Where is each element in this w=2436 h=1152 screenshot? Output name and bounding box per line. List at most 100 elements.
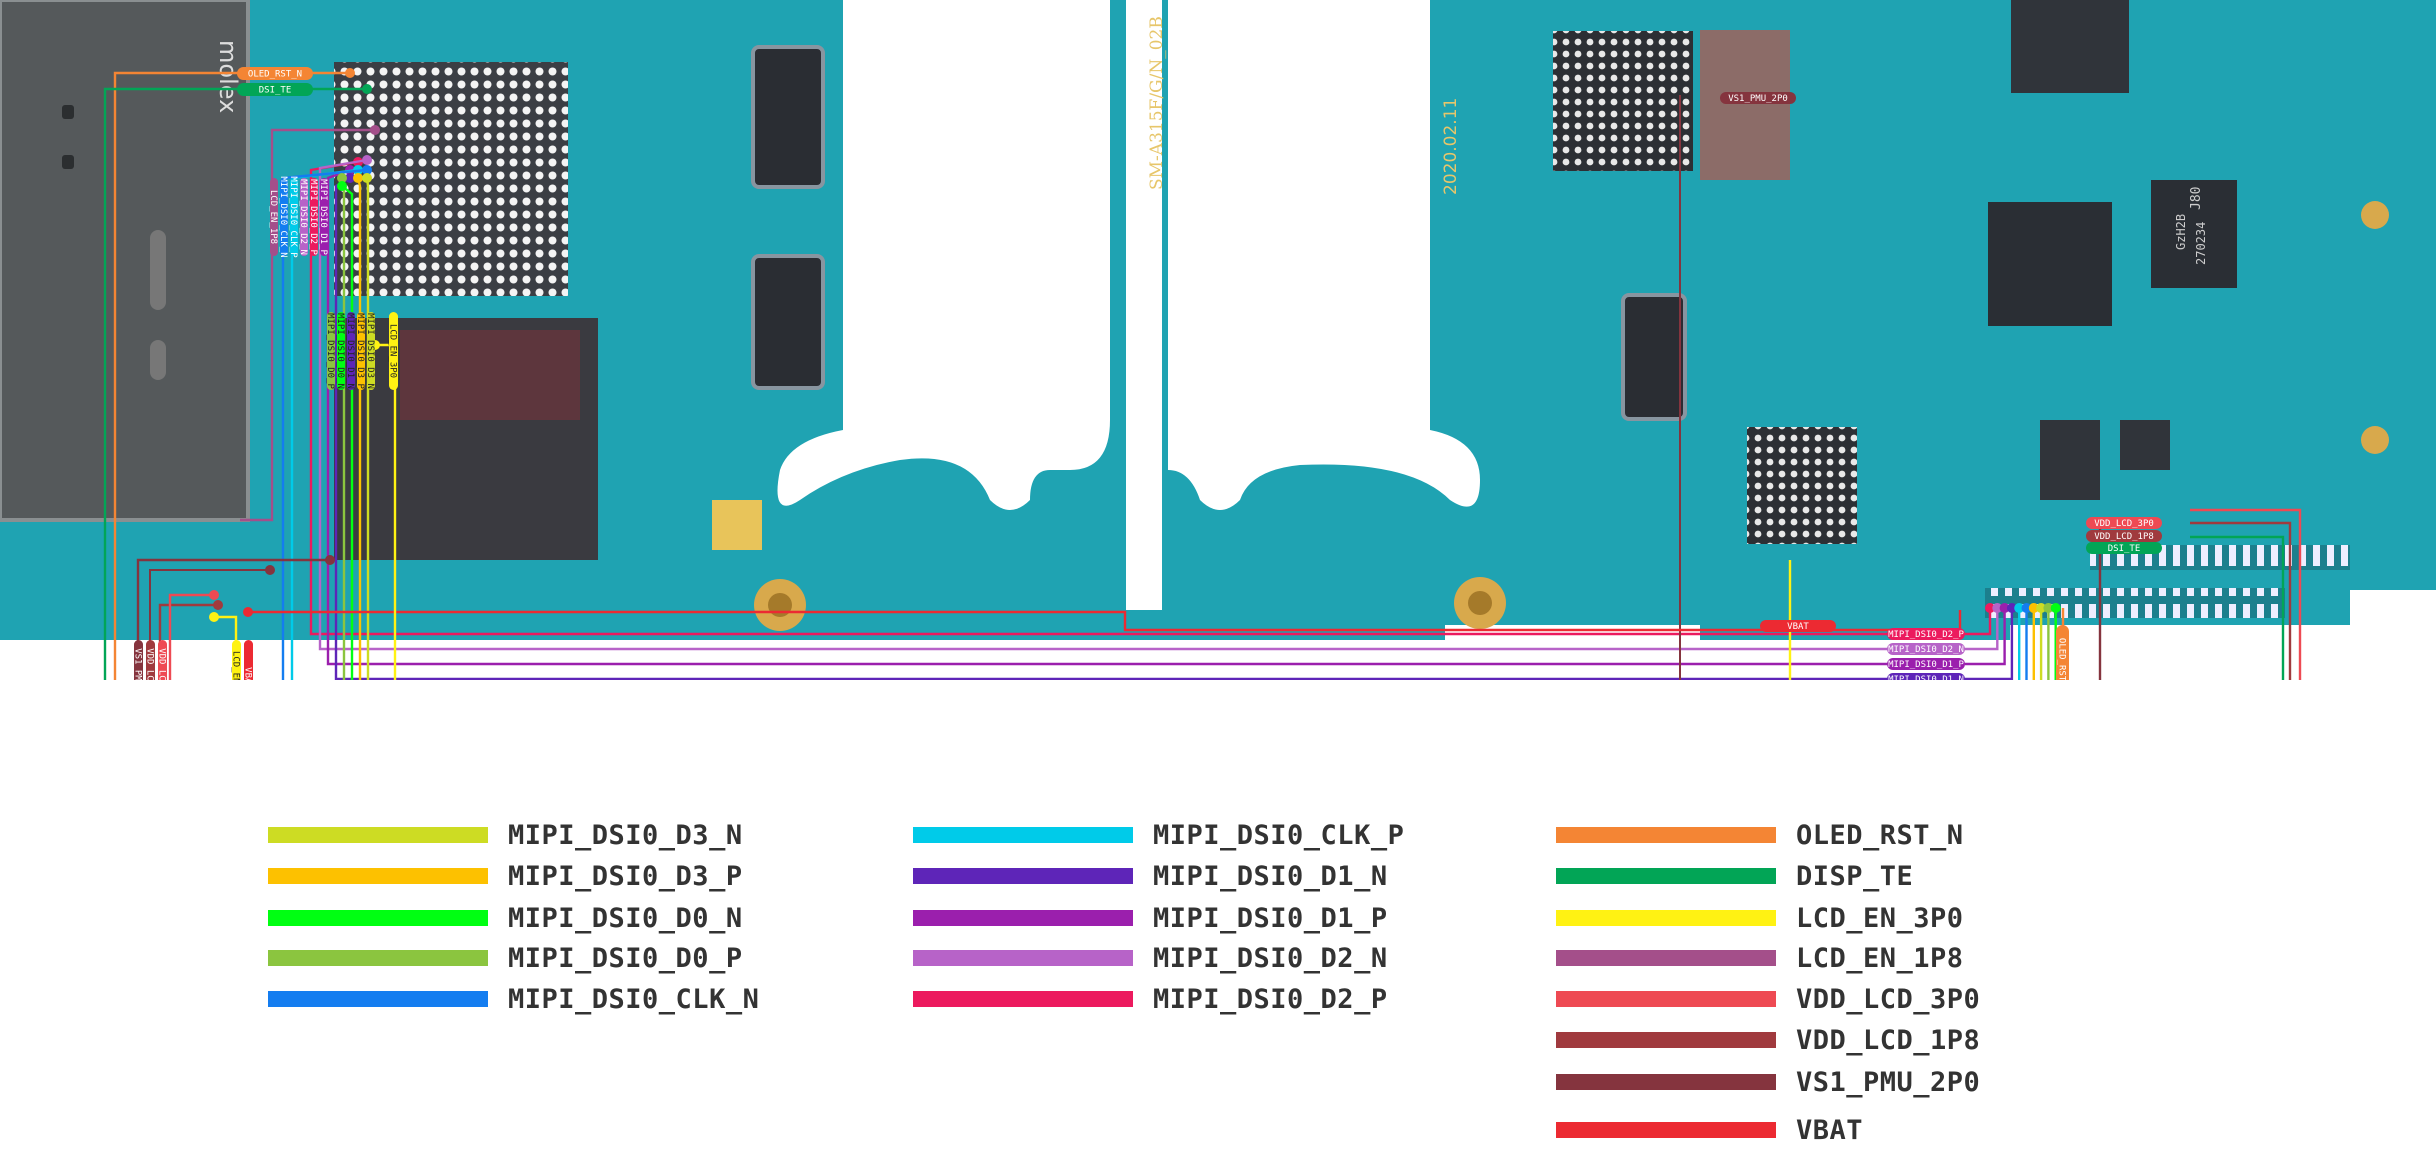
chip-mark-270234: 270234 [2194, 222, 2208, 265]
mipi-dsi0-clk-p-connector-trace [2017, 608, 2021, 680]
legend-swatch [268, 868, 488, 884]
mipi-dsi0-d3-n-pad-dot [362, 173, 372, 183]
board-cutout-left [777, 0, 1110, 510]
legend-swatch [1556, 991, 1776, 1007]
mipi-dsi0-d0-n-connector-pad-dot [2050, 603, 2061, 613]
svg-text:OLED_RST_N: OLED_RST_N [248, 70, 302, 80]
net-label-vbat-mid: VBAT [1760, 620, 1836, 632]
svg-text:VDD_LCD_3P0: VDD_LCD_3P0 [2094, 519, 2154, 529]
mipi-dsi0-d3-p-connector-trace [2032, 608, 2036, 680]
mipi-dsi0-d2-n-connector-pad-dot [1992, 603, 2003, 613]
lcd-en-3p0-soc-trace [375, 343, 397, 680]
mipi-dsi0-d1-p-connector-trace [1965, 608, 2006, 666]
svg-text:VBAT: VBAT [1787, 622, 1809, 632]
legend-swatch [913, 868, 1133, 884]
svg-text:LCD_EN_3P0: LCD_EN_3P0 [231, 651, 241, 680]
legend-label: OLED_RST_N [1796, 819, 1964, 851]
legend-swatch [913, 910, 1133, 926]
legend-item-mipi-dsi0-d2-n: MIPI_DSI0_D2_N [913, 943, 1388, 974]
svg-text:VS1_PMU_2P0: VS1_PMU_2P0 [1728, 94, 1788, 104]
legend-label: LCD_EN_3P0 [1796, 902, 1964, 934]
legend-label: MIPI_DSI0_CLK_P [1153, 819, 1405, 851]
display-connector-pins [1985, 588, 2285, 618]
net-label-clk-p: MIPI_DSI0_CLK_P [288, 176, 298, 258]
memory-chip [334, 318, 598, 560]
svg-text:DSI_TE: DSI_TE [2108, 544, 2141, 554]
mipi-dsi0-d2-n-pad-dot [362, 155, 372, 165]
svg-text:MIPI_DSI0_D2_N: MIPI_DSI0_D2_N [298, 179, 308, 255]
net-label-dsi-te-right: DSI_TE [2086, 542, 2162, 554]
legend-item-mipi-dsi0-d3-p: MIPI_DSI0_D3_P [268, 861, 743, 892]
net-label-2: MIPI_DSI0_D1_P [1887, 658, 1965, 670]
legend-swatch [913, 991, 1133, 1007]
molex-marking: molex [214, 40, 242, 113]
lcd-en-3p0-pad-dot [209, 612, 219, 622]
legend-swatch [268, 950, 488, 966]
svg-text:MIPI_DSI0_CLK_P: MIPI_DSI0_CLK_P [288, 176, 298, 258]
sim-tray-holes [62, 105, 166, 380]
net-label-d2-n: MIPI_DSI0_D2_N [298, 178, 308, 256]
datamatrix-code [712, 500, 762, 550]
pcb-board-photo: molex SM-A315F/G/N_02B 2020.02.11 J80 Gz… [0, 0, 2436, 680]
legend-label: DISP_TE [1796, 860, 1914, 892]
mipi-dsi0-d1-n-pad-dot [345, 173, 355, 183]
mipi-dsi0-d1-n-connector-pad-dot [2006, 603, 2017, 613]
legend-swatch [913, 827, 1133, 843]
legend-label: VDD_LCD_3P0 [1796, 983, 1981, 1015]
legend-item-disp-te: DISP_TE [1556, 860, 1914, 892]
net-label-d3-p: MIPI_DSI0_D3_P [355, 312, 365, 390]
vs1-pmu-2p0-pad-dot [325, 555, 335, 565]
mipi-dsi0-d0-p-pad-dot [337, 173, 347, 183]
legend-swatch [268, 910, 488, 926]
legend-swatch [1556, 868, 1776, 884]
top-right-chip [2011, 0, 2129, 93]
net-label-vs1-pmu-top: VS1_PMU_2P0 [1720, 92, 1796, 104]
svg-text:VS1_PMU_2P0: VS1_PMU_2P0 [133, 648, 143, 680]
svg-text:MIPI_DSI0_D0_N: MIPI_DSI0_D0_N [335, 313, 345, 389]
svg-text:LCD_EN_3P0: LCD_EN_3P0 [388, 324, 398, 378]
net-label-oled-rst-n-right: OLED_RST_N [2056, 625, 2069, 680]
legend-item-mipi-dsi0-clk-n: MIPI_DSI0_CLK_N [268, 984, 759, 1015]
legend-label: MIPI_DSI0_D2_P [1153, 983, 1388, 1015]
mipi-dsi0-d2-p-connector-pad-dot [1985, 603, 1995, 613]
vs1-pmu-2p0-top-trace [149, 95, 1681, 680]
mipi-dsi0-clk-n-pad-dot [362, 165, 372, 175]
mipi-dsi0-d1-p-connector-pad-dot [1999, 603, 2010, 613]
vdd-lcd-1p8-pad-dot [213, 600, 223, 610]
net-label-d1-p: MIPI_DSI0_D1_P [318, 178, 328, 256]
board-slit [1126, 0, 1162, 610]
svg-text:VDD_LCD_1P8: VDD_LCD_1P8 [145, 648, 155, 680]
svg-text:VDD_LCD_3P0: VDD_LCD_3P0 [157, 648, 167, 680]
legend-label: MIPI_DSI0_D1_P [1153, 902, 1388, 934]
board-connector-2 [751, 254, 825, 390]
legend-swatch [1556, 910, 1776, 926]
board-bottom-edge [0, 640, 2436, 680]
legend-swatch [268, 827, 488, 843]
net-label-lcd-en-3p0-top: LCD_EN_3P0 [388, 312, 398, 390]
mipi-dsi0-clk-n-connector-pad-dot [2021, 603, 2032, 613]
lcd-en-1p8-pad-dot [370, 125, 380, 135]
svg-text:VBAT: VBAT [243, 667, 253, 680]
svg-text:OLED_RST_N: OLED_RST_N [2057, 638, 2067, 680]
legend-label: MIPI_DSI0_D1_N [1153, 860, 1388, 892]
legend-swatch [1556, 827, 1776, 843]
board-date-marking: 2020.02.11 [1441, 98, 1461, 195]
legend-swatch [913, 950, 1133, 966]
legend-item-mipi-dsi0-d1-p: MIPI_DSI0_D1_P [913, 902, 1388, 934]
mipi-dsi0-clk-p-connector-pad-dot [2014, 603, 2025, 613]
disp-te-trace [103, 87, 2285, 680]
net-label-clk-n: MIPI_DSI0_CLK_N [278, 176, 288, 258]
legend-swatch [268, 991, 488, 1007]
net-label-vdd-lcd-3p0-right: VDD_LCD_3P0 [2086, 517, 2162, 529]
svg-text:MIPI_DSI0_D1_N: MIPI_DSI0_D1_N [345, 313, 355, 389]
net-label-d0-p: MIPI_DSI0_D0_P [325, 312, 335, 390]
legend-label: MIPI_DSI0_D0_P [508, 942, 743, 974]
svg-text:MIPI_DSI0_D3_N: MIPI_DSI0_D3_N [365, 313, 375, 389]
svg-text:MIPI_DSI0_CLK_N: MIPI_DSI0_CLK_N [278, 176, 288, 257]
legend-label: LCD_EN_1P8 [1796, 942, 1964, 974]
svg-text:VDD_LCD_1P8: VDD_LCD_1P8 [2094, 532, 2154, 542]
pmic-bga-chip [1553, 31, 1693, 171]
vs1-pmu-2p0-trace [136, 520, 2102, 680]
svg-text:DSI_TE: DSI_TE [259, 86, 292, 96]
